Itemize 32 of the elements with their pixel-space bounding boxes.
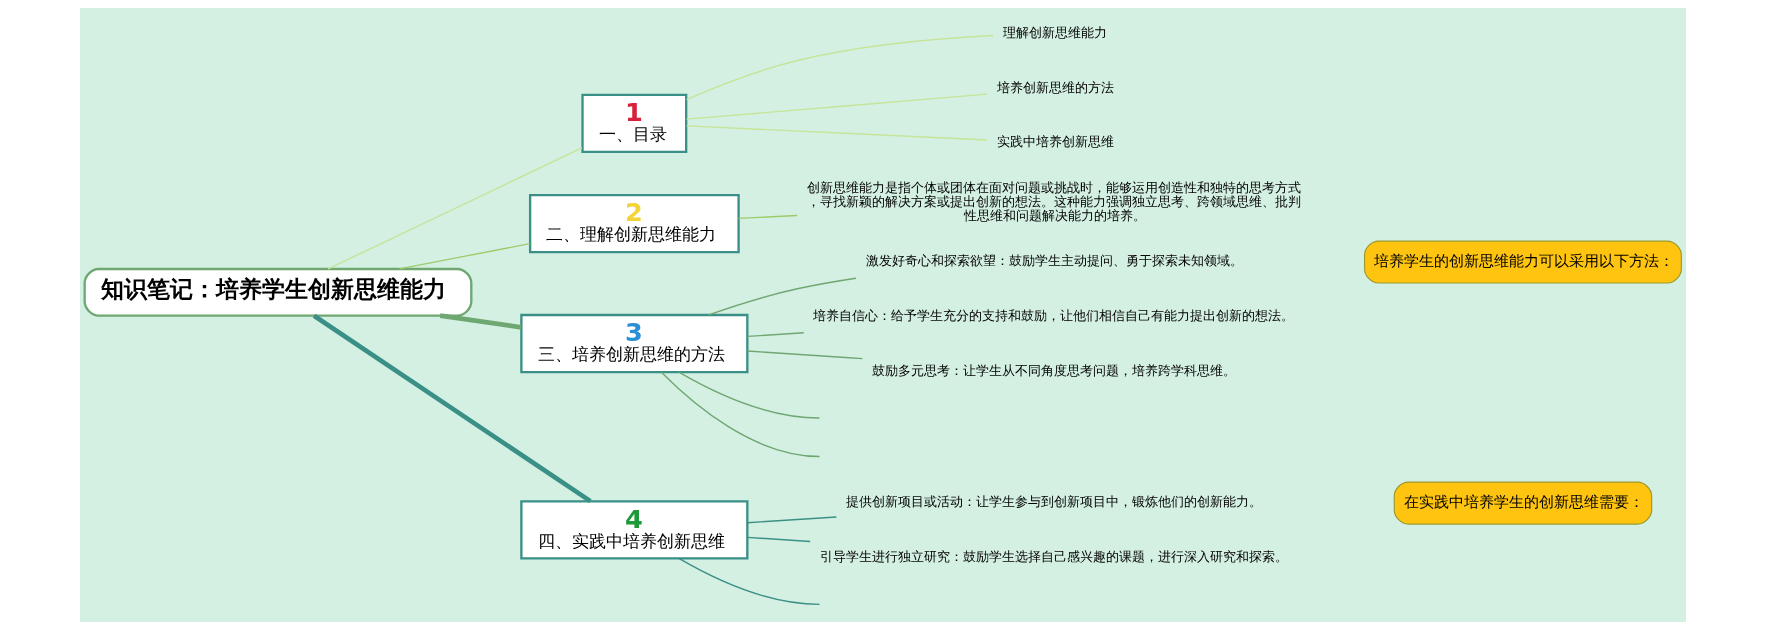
connector bbox=[746, 350, 864, 360]
node-box: 知识笔记：培养学生创新思维能力 bbox=[83, 267, 473, 317]
connector bbox=[685, 34, 994, 101]
node-box: 培养学生的创新思维能力可以采用以下方法： bbox=[1364, 240, 1682, 284]
connector bbox=[678, 557, 821, 606]
node-box: 4 四、实践中培养创新思维 bbox=[520, 500, 749, 560]
node-box: 2 二、理解创新思维能力 bbox=[528, 193, 740, 254]
node-box: 在实践中培养学生的创新思维需要： bbox=[1393, 481, 1653, 525]
connector bbox=[678, 371, 821, 419]
connector bbox=[746, 332, 805, 338]
node-text: 引导学生进行独立研究：鼓励学生选择自己感兴趣的课题，进行深入研究和探索。 bbox=[819, 549, 1288, 565]
node-text: 创新思维能力是指个体或团体在面对问题或挑战时，能够运用创造性和独特的思考方式，寻找新颖的解决方案或提出创新的想法。这种能力强调独立思考、跨领域思维、批判性思维和问题解决能力的培养。 bbox=[806, 179, 1301, 223]
node-text: 理解创新思维能力 bbox=[1002, 25, 1107, 41]
node-box: 3 三、培养创新思维的方法 bbox=[520, 313, 749, 374]
connector bbox=[685, 93, 988, 120]
connector bbox=[327, 147, 583, 270]
connector bbox=[746, 536, 811, 543]
connector bbox=[707, 277, 857, 316]
connector bbox=[439, 313, 522, 330]
node-text: 激发好奇心和探索欲望：鼓励学生主动提问、勇于探索未知领域。 bbox=[865, 253, 1243, 269]
connector bbox=[398, 242, 531, 270]
node-text: 鼓励多元思考：让学生从不同角度思考问题，培养跨学科思维。 bbox=[871, 362, 1236, 378]
node-text: 提供创新项目或活动：让学生参与到创新项目中，锻炼他们的创新能力。 bbox=[845, 494, 1262, 510]
connector bbox=[746, 516, 838, 524]
connector bbox=[737, 214, 798, 220]
node-text: 培养创新思维的方法 bbox=[996, 79, 1114, 95]
node-text: 培养自信心：给予学生充分的支持和鼓励，让他们相信自己有能力提出创新的想法。 bbox=[813, 308, 1295, 324]
node-text: 实践中培养创新思维 bbox=[996, 134, 1114, 150]
connector bbox=[312, 313, 592, 504]
connector bbox=[660, 371, 821, 458]
connector bbox=[685, 125, 988, 141]
node-box: 1 一、目录 bbox=[581, 93, 688, 154]
